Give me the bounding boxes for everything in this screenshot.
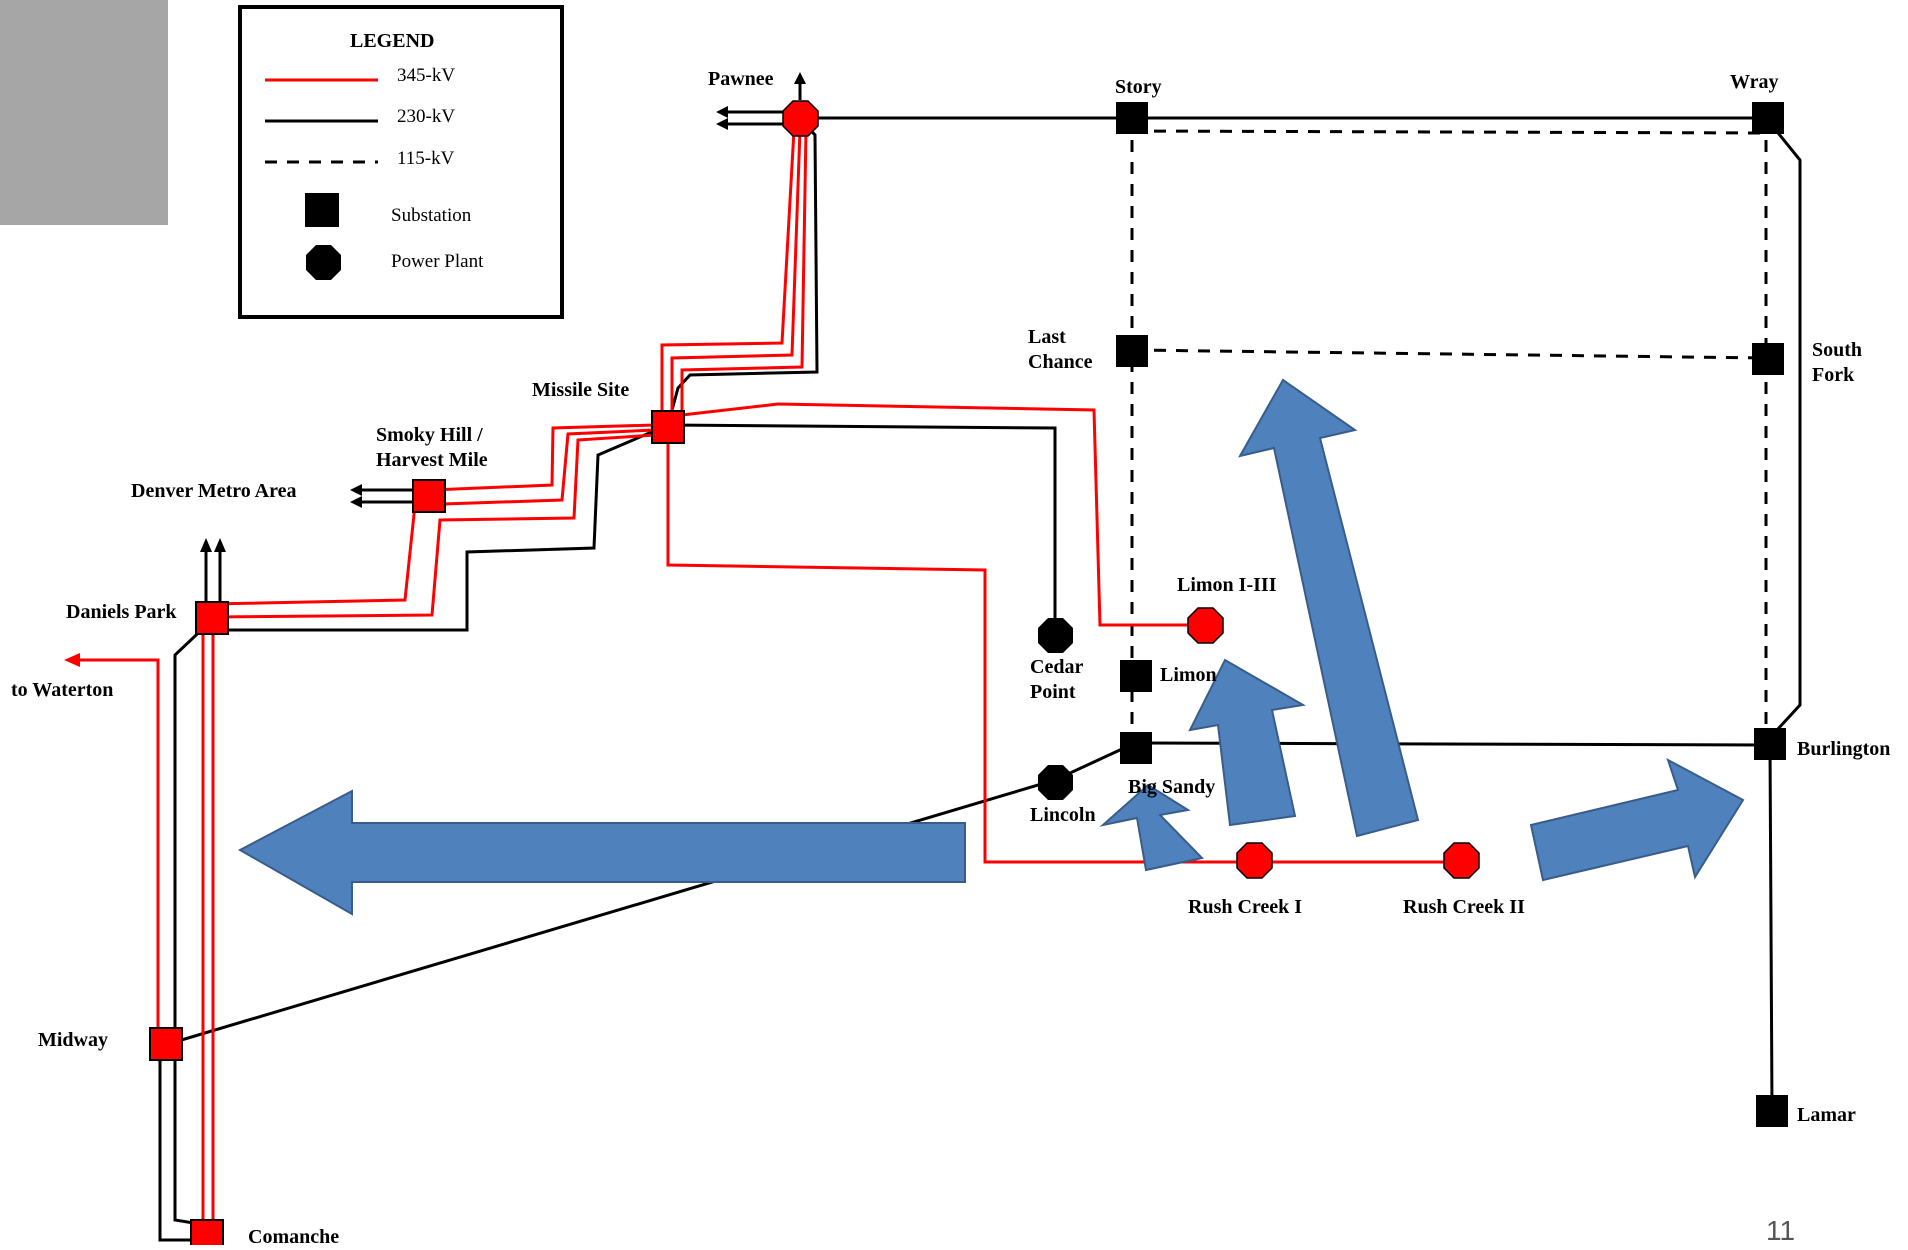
line-345-waterton-comanche	[78, 658, 160, 1060]
label-story: Story	[1115, 76, 1162, 98]
label-pawnee: Pawnee	[708, 68, 774, 90]
flow-arrow-north-small	[1099, 783, 1204, 872]
label-comanche: Comanche	[248, 1226, 340, 1248]
substation-south-fork	[1752, 343, 1784, 375]
plant-limon-1-3	[1187, 607, 1224, 644]
label-burlington: Burlington	[1797, 738, 1891, 760]
line-230-bigsandy-midway	[167, 741, 1136, 1046]
label-to-waterton: to Waterton	[11, 679, 114, 701]
flow-arrow-east	[1529, 757, 1745, 882]
label-wray: Wray	[1730, 71, 1779, 93]
substation-burlington	[1754, 728, 1786, 760]
plant-lincoln	[1038, 765, 1073, 800]
substation-limon	[1120, 660, 1152, 692]
label-missile-site: Missile Site	[532, 379, 630, 401]
label-daniels-park: Daniels Park	[66, 601, 177, 623]
legend-substation-label: Substation	[391, 205, 472, 226]
substation-midway	[149, 1027, 183, 1061]
pawnee-out-arrowhead-1	[716, 106, 728, 118]
label-lincoln: Lincoln	[1030, 804, 1096, 826]
label-south-fork-2: Fork	[1812, 364, 1855, 386]
legend-115-label: 115-kV	[397, 148, 455, 169]
substation-lamar	[1756, 1095, 1788, 1127]
label-rush-creek-1: Rush Creek I	[1188, 896, 1303, 918]
label-big-sandy: Big Sandy	[1128, 776, 1216, 798]
label-cedar-point-1: Cedar	[1030, 656, 1084, 678]
label-midway: Midway	[38, 1029, 108, 1051]
label-limon: Limon	[1160, 664, 1217, 686]
legend-substation-icon	[305, 193, 339, 227]
substation-missile-site	[651, 410, 685, 444]
line-230-missile-daniels	[212, 423, 669, 632]
line-230-midway-south	[158, 1044, 206, 1242]
flow-arrow-north-large	[1238, 378, 1420, 838]
legend-345-label: 345-kV	[397, 65, 456, 86]
flow-arrow-north-medium	[1188, 658, 1306, 827]
line-345-pawnee-missile-c	[680, 129, 808, 420]
line-230-missile-cedar	[667, 423, 1057, 632]
daniels-north-arrowhead-2	[214, 538, 226, 552]
pawnee-out-arrowhead-2	[716, 118, 728, 130]
plant-cedar-point	[1038, 618, 1073, 653]
label-rush-creek-2: Rush Creek II	[1403, 896, 1525, 918]
legend-power-plant-label: Power Plant	[391, 251, 484, 272]
line-345-missile-smoky	[431, 423, 656, 492]
label-limon-1-3: Limon I-III	[1177, 574, 1277, 596]
line-230-daniels-comanche	[173, 618, 214, 1227]
label-cedar-point-2: Point	[1030, 681, 1076, 703]
line-115-story-wray	[1131, 129, 1767, 135]
line-345-missile-limon	[681, 402, 1205, 627]
label-last-chance-1: Last	[1028, 326, 1066, 348]
pawnee-north-arrowhead	[794, 72, 806, 84]
substation-smoky-hill	[412, 479, 446, 513]
substation-wray	[1752, 102, 1784, 134]
label-last-chance-2: Chance	[1028, 351, 1093, 373]
substation-big-sandy	[1120, 732, 1152, 764]
line-115-lastchance-southfork	[1131, 348, 1767, 360]
flow-arrow-west	[237, 789, 966, 916]
line-345-missile-daniels-b	[211, 433, 656, 619]
line-230-wray-burlington	[1764, 117, 1802, 744]
plant-rush-creek-1	[1236, 842, 1273, 879]
slide-number: 11	[1766, 1215, 1796, 1246]
legend-power-plant-icon	[306, 245, 341, 280]
label-south-fork-1: South	[1812, 339, 1863, 361]
plant-pawnee	[782, 100, 819, 137]
label-lamar: Lamar	[1797, 1104, 1856, 1126]
label-smoky-hill-2: Harvest Mile	[376, 449, 488, 471]
label-smoky-hill-1: Smoky Hill /	[376, 424, 483, 446]
legend-title: LEGEND	[350, 30, 435, 52]
waterton-arrowhead	[64, 653, 80, 667]
label-denver: Denver Metro Area	[131, 480, 297, 502]
substation-comanche	[190, 1219, 224, 1245]
substation-last-chance	[1116, 335, 1148, 367]
plant-rush-creek-2	[1443, 842, 1480, 879]
legend-230-label: 230-kV	[397, 106, 456, 127]
line-345-pawnee-missile-b	[670, 129, 802, 420]
line-345-missile-daniels-a	[211, 428, 656, 606]
line-345-pawnee-missile-a	[660, 129, 796, 420]
line-230-burlington-lamar	[1768, 744, 1774, 1109]
thumbnail-box	[0, 0, 168, 225]
substation-story	[1116, 102, 1148, 134]
substation-daniels-park	[195, 601, 229, 635]
smoky-out-arrowhead-2	[350, 496, 362, 508]
daniels-north-arrowhead-1	[200, 538, 212, 552]
smoky-out-arrowhead-1	[350, 484, 362, 496]
